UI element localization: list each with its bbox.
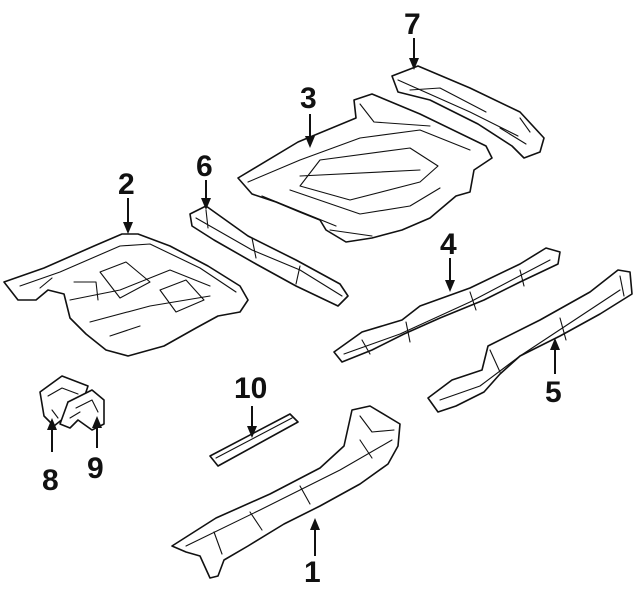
callout-label-6: 6: [196, 150, 213, 183]
part-1-side-sill: [171, 405, 401, 579]
callout-label-2: 2: [118, 168, 135, 201]
callout-5: 5: [545, 338, 562, 409]
callout-label-1: 1: [304, 556, 321, 589]
part-3-rear-floor-pan: [237, 93, 493, 243]
callout-10: 10: [234, 372, 267, 438]
callout-9: 9: [87, 416, 104, 485]
callout-label-10: 10: [234, 372, 267, 405]
callout-7: 7: [404, 8, 421, 70]
part-7-rear-crossmember: [391, 65, 545, 159]
callout-3: 3: [300, 82, 317, 148]
callout-label-5: 5: [545, 376, 562, 409]
callout-label-3: 3: [300, 82, 317, 115]
callout-4: 4: [440, 228, 457, 292]
callout-label-7: 7: [404, 8, 421, 41]
callout-label-9: 9: [87, 452, 104, 485]
part-5-side-rail: [427, 269, 633, 413]
callout-6: 6: [196, 150, 213, 210]
callout-label-4: 4: [440, 228, 457, 261]
callout-8: 8: [42, 418, 59, 497]
part-4-center-sill: [333, 247, 561, 363]
callout-2: 2: [118, 168, 135, 234]
part-2-front-floor-pan: [3, 233, 249, 357]
part-6-center-crossmember: [189, 205, 349, 307]
part-9-bracket: [59, 389, 105, 431]
part-10-reinforcement: [209, 413, 299, 467]
callout-1: 1: [304, 518, 321, 589]
callout-label-8: 8: [42, 464, 59, 497]
